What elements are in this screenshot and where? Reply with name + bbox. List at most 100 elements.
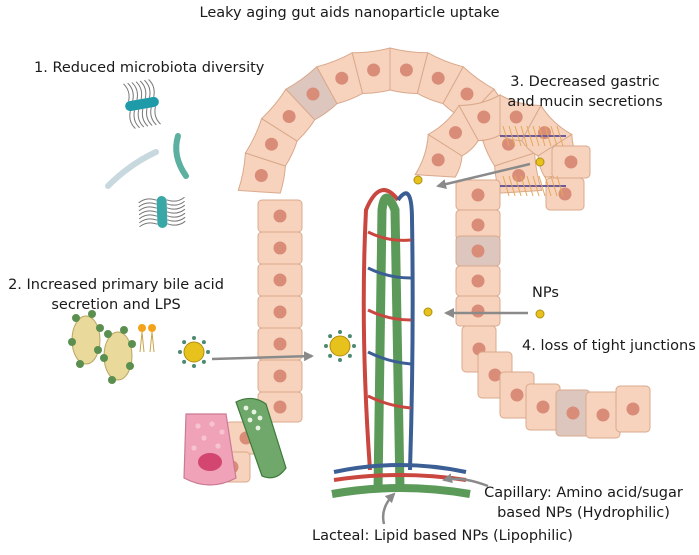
cell-nucleus	[335, 71, 349, 85]
cell-nucleus	[564, 155, 578, 169]
nanoparticle-icon	[324, 330, 356, 362]
cell-nucleus	[512, 169, 526, 182]
epithelial-cell	[257, 199, 303, 233]
cell-nucleus	[509, 110, 523, 124]
label-bile-acid-line2: secretion and LPS	[51, 297, 181, 313]
goblet-cell-icon	[183, 413, 237, 486]
label-lacteal: Lacteal: Lipid based NPs (Lipophilic)	[312, 528, 573, 544]
label-gastric-line2: and mucin secretions	[507, 94, 663, 110]
capillary-arteriole	[361, 188, 400, 471]
lacteal-vessel	[373, 193, 405, 491]
cell-nucleus	[488, 368, 502, 382]
capillary-branch	[367, 266, 412, 280]
label-capillary-line1: Capillary: Amino acid/sugar	[484, 485, 683, 501]
epithelial-cell	[455, 295, 501, 327]
epithelial-cell	[585, 391, 621, 439]
cell-nucleus	[471, 188, 485, 202]
cell-nucleus	[273, 369, 287, 383]
epithelial-cell	[455, 179, 501, 211]
cell-nucleus	[367, 63, 381, 77]
diagram-icons	[68, 79, 566, 384]
epithelial-cell	[257, 359, 303, 393]
cell-nucleus	[510, 388, 524, 402]
epithelial-cell	[257, 263, 303, 297]
epithelial-cell	[525, 383, 561, 431]
label-capillary-line2: based NPs (Hydrophilic)	[497, 505, 670, 521]
epithelial-cell	[455, 265, 501, 297]
cell-nucleus	[477, 110, 491, 124]
capillary-branch	[367, 230, 412, 242]
lacteal-base	[331, 484, 471, 498]
cell-nucleus	[273, 241, 287, 255]
epithelial-cell	[455, 235, 501, 267]
bacterium-icon	[123, 79, 161, 129]
cell-nucleus	[536, 400, 550, 414]
cell-nucleus	[273, 305, 287, 319]
capillary-branch	[367, 394, 412, 410]
epithelial-cells	[183, 47, 651, 486]
epithelial-cell	[545, 177, 585, 211]
cell-nucleus	[431, 153, 445, 167]
cell-nucleus	[273, 400, 287, 414]
epithelial-cell	[551, 145, 591, 179]
bile-acid-micelle-icon	[68, 310, 104, 368]
label-gastric-line1: 3. Decreased gastric	[510, 74, 660, 90]
cell-nucleus	[431, 71, 445, 85]
cell-nucleus	[460, 87, 474, 101]
nanoparticle-icon	[413, 175, 423, 185]
capillary-venule	[396, 191, 415, 471]
cell-nucleus	[273, 337, 287, 351]
cell-nucleus	[471, 304, 485, 318]
arrow-bile-to-capillary	[211, 351, 314, 362]
arrow-mucin-to-lumen	[436, 162, 531, 190]
cell-nucleus	[449, 126, 462, 140]
enteroendocrine-cell-icon	[235, 397, 287, 479]
cell-nucleus	[282, 110, 296, 123]
cell-nucleus	[265, 137, 278, 151]
cell-nucleus	[273, 273, 287, 287]
diagram-arrows	[211, 162, 531, 525]
cell-nucleus	[273, 209, 287, 223]
label-reduced-microbiota: 1. Reduced microbiota diversity	[34, 60, 265, 76]
epithelial-cell	[389, 47, 429, 94]
cell-nucleus	[626, 402, 640, 416]
cell-nucleus	[558, 187, 572, 201]
cell-nucleus	[471, 274, 485, 288]
cell-nucleus	[596, 408, 610, 422]
nanoparticle-icon	[535, 157, 545, 167]
arrow-lacteal-label	[381, 492, 396, 525]
bacterium-icon	[105, 149, 159, 189]
capillary-branch	[367, 350, 412, 366]
epithelial-cell	[257, 231, 303, 265]
bile-acid-micelle-icon	[100, 326, 136, 384]
villus-vessels	[331, 188, 471, 498]
label-tight-junctions: 4. loss of tight junctions	[522, 338, 696, 354]
cell-nucleus	[566, 406, 580, 420]
epithelial-cell	[555, 389, 591, 437]
epithelial-cell	[257, 295, 303, 329]
bacterium-icon	[173, 133, 189, 179]
mucin-strand-icon	[500, 175, 566, 197]
epithelial-cell	[257, 327, 303, 361]
arrow-capillary-label	[442, 473, 489, 488]
epithelial-cell	[494, 152, 543, 194]
nanoparticle-icon	[535, 309, 545, 319]
cell-nucleus	[399, 63, 413, 77]
epithelial-cell	[615, 385, 651, 433]
lps-icon	[138, 324, 156, 353]
cell-nucleus	[254, 169, 268, 182]
capillary-base-blue	[333, 463, 467, 474]
label-bile-acid-line1: 2. Increased primary bile acid	[8, 277, 224, 293]
bacterium-icon	[138, 196, 186, 228]
nanoparticle-icon	[178, 336, 210, 368]
capillary-branch	[367, 308, 412, 322]
cell-nucleus	[471, 218, 485, 232]
label-nps: NPs	[532, 285, 559, 301]
epithelial-cell	[351, 47, 391, 94]
nanoparticle-icon	[423, 307, 433, 317]
cell-nucleus	[306, 87, 320, 101]
mucin-strand-icon	[500, 125, 566, 147]
cell-nucleus	[471, 244, 485, 258]
